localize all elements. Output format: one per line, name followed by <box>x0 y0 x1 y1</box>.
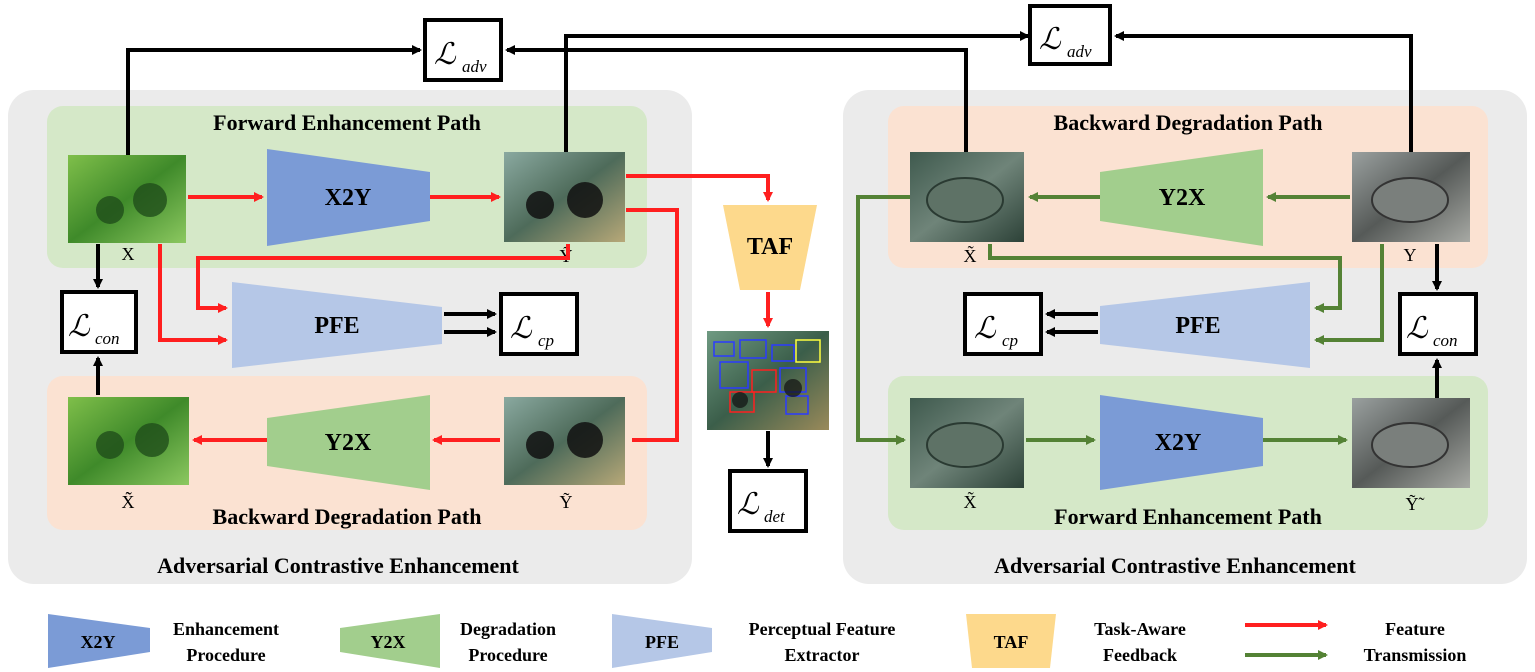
left-backward-path-title: Backward Degradation Path <box>213 504 482 529</box>
image-y-double-tilde <box>1352 398 1470 488</box>
left-loss-cp-subscript: cp <box>538 331 554 350</box>
label-x-double-tilde: X̃̃ <box>122 490 135 512</box>
legend-y2x-line1: Degradation <box>460 619 556 639</box>
left-loss-adv-subscript: adv <box>462 57 487 76</box>
right-backward-path-title: Backward Degradation Path <box>1054 110 1323 135</box>
left-loss-con-symbol: ℒ <box>68 310 91 343</box>
right-pfe-label: PFE <box>1175 313 1220 339</box>
right-x2y-block <box>1100 395 1263 490</box>
right-loss-cp: ℒ cp <box>963 292 1043 356</box>
image-x <box>68 155 186 243</box>
right-black-arrows <box>505 31 1442 398</box>
label-y-tilde-backward: Ỹ <box>560 491 573 512</box>
left-loss-con-subscript: con <box>95 329 120 348</box>
legend-taf-line1: Task-Aware <box>1094 619 1186 639</box>
loss-det-symbol: ℒ <box>737 488 760 521</box>
legend-pfe-line1: Perceptual Feature <box>749 619 896 639</box>
label-x: X <box>122 244 135 264</box>
image-y-tilde-backward <box>504 397 625 485</box>
image-y-tilde <box>504 152 625 242</box>
taf-label: TAF <box>747 234 793 260</box>
right-loss-con-symbol: ℒ <box>1406 312 1429 345</box>
detection-image <box>707 331 829 430</box>
right-green-arrows <box>856 192 1384 445</box>
legend-y2x-line2: Procedure <box>468 645 547 665</box>
right-loss-adv-subscript: adv <box>1067 42 1092 61</box>
right-loss-con: ℒ con <box>1398 292 1478 356</box>
legend-taf-block: TAF <box>994 632 1029 652</box>
left-pfe-block <box>232 282 442 368</box>
label-y: Y <box>1404 245 1417 265</box>
left-loss-adv-symbol: ℒ <box>434 38 457 71</box>
left-x2y-label: X2Y <box>325 185 372 211</box>
legend-pfe-line2: Extractor <box>785 645 860 665</box>
left-black-arrows <box>93 31 1030 395</box>
legend-taf-line2: Feedback <box>1103 645 1177 665</box>
left-loss-adv: ℒ adv <box>423 18 503 82</box>
legend-arrows-line1: Feature <box>1385 619 1445 639</box>
right-y2x-block <box>1100 149 1263 246</box>
right-loss-cp-subscript: cp <box>1002 331 1018 350</box>
right-forward-path-title: Forward Enhancement Path <box>1054 504 1322 529</box>
right-loss-adv-symbol: ℒ <box>1039 23 1062 56</box>
image-x-tilde <box>910 152 1024 242</box>
right-x2y-label: X2Y <box>1155 430 1202 456</box>
right-loss-adv: ℒ adv <box>1028 4 1112 66</box>
right-loss-cp-symbol: ℒ <box>974 312 997 345</box>
left-panel-title: Adversarial Contrastive Enhancement <box>157 553 519 578</box>
left-forward-path-title: Forward Enhancement Path <box>213 110 481 135</box>
legend-x2y-line1: Enhancement <box>173 619 279 639</box>
legend-y2x-block: Y2X <box>371 632 406 652</box>
loss-det: ℒ det <box>728 469 808 533</box>
label-x-tilde: X̃ <box>964 244 977 266</box>
image-x-double-tilde <box>68 397 189 485</box>
left-red-arrows <box>158 174 773 445</box>
legend-taf-shape <box>966 614 1056 668</box>
left-x2y-block <box>267 149 430 246</box>
left-loss-con: ℒ con <box>60 290 138 354</box>
left-pfe-label: PFE <box>314 313 359 339</box>
image-x-tilde-forward <box>910 398 1024 488</box>
legend: X2Y Enhancement Procedure Y2X Degradatio… <box>48 614 1466 668</box>
legend-arrows-line2: Transmission <box>1364 645 1467 665</box>
legend-pfe-block: PFE <box>645 632 679 652</box>
label-x-tilde-forward: X̃ <box>964 490 977 512</box>
legend-x2y-shape <box>48 614 150 668</box>
left-loss-cp-symbol: ℒ <box>510 312 533 345</box>
taf-block <box>723 205 817 290</box>
left-y2x-label: Y2X <box>325 430 372 456</box>
left-loss-cp: ℒ cp <box>499 292 579 356</box>
left-y2x-block <box>267 395 430 490</box>
legend-x2y-block: X2Y <box>81 632 116 652</box>
legend-x2y-line2: Procedure <box>186 645 265 665</box>
loss-det-subscript: det <box>764 507 786 526</box>
legend-pfe-shape <box>612 614 712 668</box>
right-loss-con-subscript: con <box>1433 331 1458 350</box>
right-panel-title: Adversarial Contrastive Enhancement <box>994 553 1356 578</box>
right-y2x-label: Y2X <box>1159 185 1206 211</box>
image-y <box>1352 152 1470 242</box>
right-pfe-block <box>1100 282 1310 368</box>
legend-y2x-shape <box>340 614 440 668</box>
